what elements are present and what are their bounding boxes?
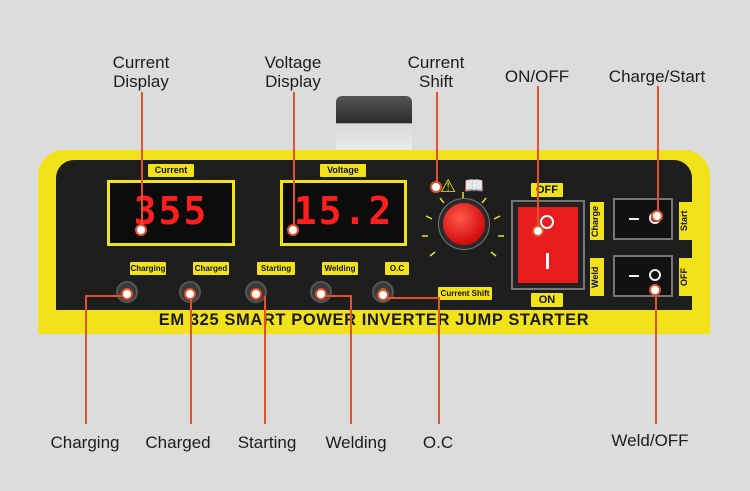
current-shift-knob[interactable] — [443, 203, 485, 245]
model-name: EM 325 SMART POWER INVERTER JUMP STARTER — [158, 311, 590, 329]
callout-line-current-display — [141, 92, 143, 229]
warning-icon: ⚠ — [440, 176, 457, 196]
callout-on-off: ON/OFF — [504, 67, 570, 86]
current-value: 355 — [133, 189, 209, 233]
callout-line-welding — [350, 296, 352, 424]
off-symbol-icon — [540, 215, 554, 229]
led-tag-charging: Charging — [130, 262, 166, 275]
current-display: 355 — [107, 180, 235, 246]
callout-line-current-shift — [436, 92, 438, 185]
model-strip — [38, 310, 710, 334]
switch2-right-label: OFF — [679, 258, 693, 296]
carry-handle — [336, 96, 412, 156]
callout-line-charging — [85, 296, 87, 424]
led-tag-oc: O.C — [385, 262, 409, 275]
power-off-tag: OFF — [531, 183, 563, 197]
weld-off-switch[interactable] — [613, 255, 673, 297]
callout-charged: Charged — [145, 433, 211, 452]
callout-line-charged — [190, 296, 192, 424]
callout-oc: O.C — [422, 433, 454, 452]
callout-charge-start: Charge/Start — [608, 67, 706, 86]
on-symbol-icon — [546, 253, 549, 269]
led-tag-charged: Charged — [193, 262, 229, 275]
switch2-left-label: Weld — [590, 258, 604, 296]
led-tag-starting: Starting — [257, 262, 295, 275]
callout-line-on-off — [537, 86, 539, 230]
callout-charging: Charging — [50, 433, 120, 452]
charge-start-switch[interactable] — [613, 198, 673, 240]
callout-line-starting — [264, 296, 266, 424]
current-tag: Current — [148, 164, 194, 177]
current-shift-scale — [422, 192, 504, 257]
voltage-display: 15.2 — [280, 180, 407, 246]
voltage-tag: Voltage — [320, 164, 366, 177]
switch1-left-label: Charge — [590, 202, 604, 240]
callout-line-charge-start — [657, 86, 659, 216]
power-on-tag: ON — [531, 293, 563, 307]
manual-book-icon: 📖 — [464, 178, 484, 195]
callout-starting: Starting — [237, 433, 297, 452]
led-tag-welding: Welding — [322, 262, 358, 275]
switch1-right-label: Start — [679, 202, 693, 240]
callout-line-voltage-display — [293, 92, 295, 229]
callout-line-oc — [438, 298, 440, 424]
current-shift-tag: Current Shift — [438, 287, 492, 300]
callout-line-weld-off — [655, 290, 657, 424]
power-switch[interactable] — [518, 207, 578, 283]
callout-weld-off: Weld/OFF — [611, 431, 689, 450]
callout-welding: Welding — [325, 433, 387, 452]
voltage-value: 15.2 — [293, 189, 394, 233]
